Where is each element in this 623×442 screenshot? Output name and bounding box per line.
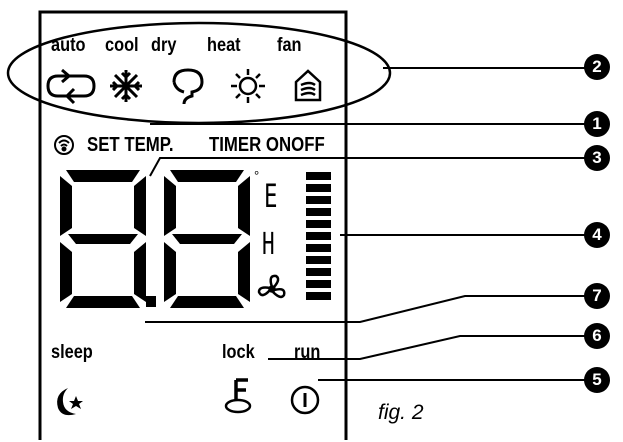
run-label: run bbox=[294, 342, 321, 363]
fan-speed-bars-icon bbox=[306, 172, 331, 300]
digit-1 bbox=[60, 170, 146, 308]
degree-symbol: ° bbox=[254, 168, 260, 183]
unit-letter: E bbox=[264, 177, 278, 215]
lock-f-icon bbox=[224, 378, 252, 414]
leader-line-3 bbox=[149, 157, 585, 177]
leader-line-7 bbox=[145, 295, 585, 323]
figure-caption: fig. 2 bbox=[378, 401, 424, 424]
mode-label-heat: heat bbox=[207, 35, 241, 56]
digit-value-1: 8 bbox=[100, 230, 101, 231]
callout-7: 7 bbox=[584, 283, 610, 309]
callout-1: 1 bbox=[584, 111, 610, 137]
mode-label-fan: fan bbox=[277, 35, 302, 56]
mode-label-cool: cool bbox=[105, 35, 139, 56]
callout-5: 5 bbox=[584, 367, 610, 393]
fan-mode-icon bbox=[294, 69, 322, 102]
callout-2: 2 bbox=[584, 54, 610, 80]
auto-cycle-icon bbox=[46, 68, 96, 105]
signal-icon bbox=[54, 135, 74, 155]
decimal-point bbox=[146, 296, 156, 307]
callout-4: 4 bbox=[584, 222, 610, 248]
mode-label-dry: dry bbox=[151, 35, 177, 56]
fan-blade-icon bbox=[257, 274, 286, 299]
moon-star-icon bbox=[57, 388, 83, 416]
sun-icon bbox=[231, 69, 265, 103]
digit-2 bbox=[164, 170, 250, 308]
snowflake-icon bbox=[110, 70, 142, 102]
lock-label: lock bbox=[222, 342, 255, 363]
lcd-frame bbox=[38, 10, 348, 440]
digit-value-2: 8 bbox=[204, 230, 205, 231]
power-icon bbox=[290, 385, 320, 415]
callout-6: 6 bbox=[584, 323, 610, 349]
leader-line-6 bbox=[268, 335, 585, 360]
set-temp-label: SET TEMP. bbox=[87, 134, 174, 156]
speed-letter: H bbox=[262, 227, 275, 262]
timer-onoff-label: TIMER ONOFF bbox=[209, 134, 325, 156]
callout-3: 3 bbox=[584, 145, 610, 171]
sleep-label: sleep bbox=[51, 342, 93, 363]
droplet-icon bbox=[172, 68, 204, 105]
mode-label-auto: auto bbox=[51, 35, 86, 56]
